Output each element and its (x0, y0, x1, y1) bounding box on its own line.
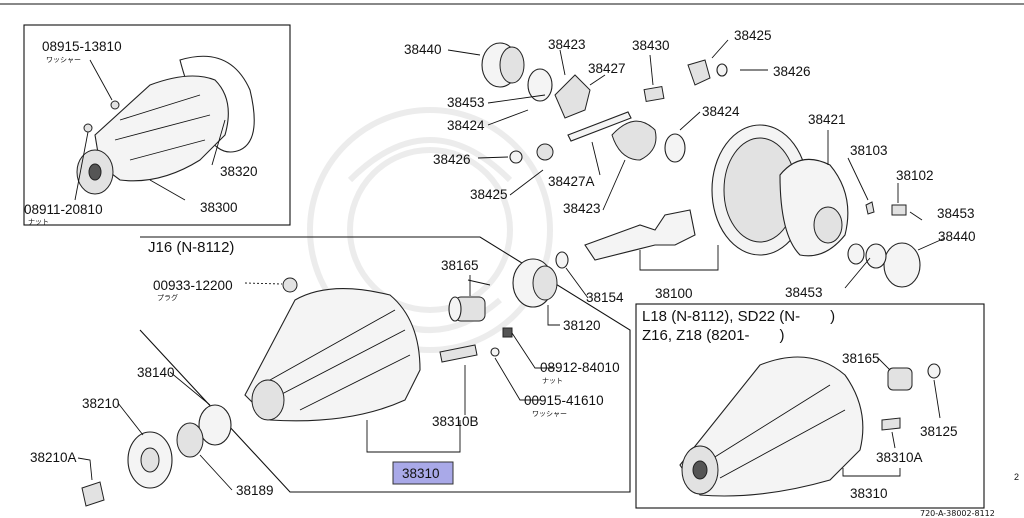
label-38424-b: 38424 (702, 104, 740, 119)
main-parts (77, 39, 946, 507)
seal-38189-shape (176, 422, 204, 458)
block-38430-shape (643, 85, 665, 103)
label-38453-b: 38453 (937, 206, 975, 221)
edge-mark: 2 (1014, 472, 1019, 482)
carrier-housing-shape (94, 75, 229, 182)
spacer-38154-shape (555, 251, 569, 269)
label-38100: 38100 (655, 286, 693, 301)
sub-washer-j16: ワッシャー (532, 410, 567, 418)
main-labels: 38440 38423 38430 38425 38426 38427 3845… (30, 28, 976, 498)
label-38165-j16: 38165 (441, 258, 479, 273)
inset-l18-box (635, 303, 985, 509)
label-38140: 38140 (137, 365, 175, 380)
label-38120: 38120 (563, 318, 601, 333)
label-38310b: 38310B (432, 414, 479, 429)
label-00933-12200: 00933-12200 (153, 278, 233, 293)
sub-nut: ナット (28, 218, 49, 226)
inset-l18: L18 (N-8112), SD22 (N- ) Z16, Z18 (8201-… (635, 303, 985, 509)
inset-l18-header-2: Z16, Z18 (8201- ) (642, 327, 785, 344)
washer-38423-shape (527, 68, 553, 102)
label-38423: 38423 (548, 37, 586, 52)
side-gear-38423-shape (611, 120, 657, 161)
nut-38210a-shape (81, 481, 105, 507)
label-38425-b: 38425 (470, 187, 508, 202)
label-00915-41610: 00915-41610 (524, 393, 604, 408)
label-08911-20810: 08911-20810 (24, 202, 103, 217)
label-38310-highlight: 38310 (402, 466, 440, 481)
label-38210a: 38210A (30, 450, 77, 465)
label-38424: 38424 (447, 118, 485, 133)
inset-j16: J16 (N-8112) 38310 00933-12200 プラグ 38165… (139, 236, 631, 493)
washer-38125-shape (927, 363, 941, 379)
pinion-gear-38425-shape (536, 143, 554, 161)
diff-case-38421-shape (779, 158, 849, 257)
sub-washer: ワッシャー (46, 56, 81, 64)
label-38310-l18: 38310 (850, 486, 888, 501)
bolt-38310a-shape (881, 417, 901, 431)
inset-top-left-box (23, 24, 291, 226)
highlighted-part-38310[interactable] (392, 461, 454, 485)
label-38453: 38453 (447, 95, 485, 110)
inset-j16-header: J16 (N-8112) (148, 239, 234, 256)
label-38426: 38426 (773, 64, 811, 79)
label-38102: 38102 (896, 168, 934, 183)
j16-housing-flange (251, 379, 285, 421)
footer-code: 720-A-38002-8112 (920, 509, 995, 518)
l18-carrier-shape (679, 356, 864, 497)
stud-38310b-shape (439, 344, 478, 363)
label-38189: 38189 (236, 483, 274, 498)
label-38440: 38440 (404, 42, 442, 57)
inset-j16-box (139, 236, 631, 493)
label-38154: 38154 (586, 290, 624, 305)
bearing-38440-right-shape (883, 242, 921, 288)
drive-pinion-38100-shape (584, 209, 696, 261)
label-38103: 38103 (850, 143, 888, 158)
label-38310a: 38310A (876, 450, 923, 465)
j16-carrier-shape (244, 288, 421, 422)
inset-top-left: 08915-13810 ワッシャー 08911-20810 ナット 38320 … (23, 24, 291, 226)
label-38165-l18: 38165 (842, 351, 880, 366)
sub-plug: プラグ (157, 293, 178, 302)
side-gear-shape (554, 74, 591, 119)
label-38440-b: 38440 (938, 229, 976, 244)
sub-nut-j16: ナット (542, 377, 563, 385)
label-38427a: 38427A (548, 174, 595, 189)
bearing-38140-shape (198, 404, 232, 446)
washer-38424-shape (664, 133, 686, 163)
label-38125: 38125 (920, 424, 958, 439)
label-38300: 38300 (200, 200, 238, 215)
label-38426-b: 38426 (433, 152, 471, 167)
inset-l18-header-1: L18 (N-8112), SD22 (N- ) (642, 308, 835, 325)
label-08915-13810: 08915-13810 (42, 39, 122, 54)
label-38421: 38421 (808, 112, 846, 127)
bushing-38165-l18-shape (887, 367, 913, 391)
pinion-shaft-shape (567, 111, 632, 142)
label-08912-84010: 08912-84010 (540, 360, 620, 375)
label-38427: 38427 (588, 61, 626, 76)
label-38453-c: 38453 (785, 285, 823, 300)
label-38423-b: 38423 (563, 201, 601, 216)
label-38425: 38425 (734, 28, 772, 43)
label-38210: 38210 (82, 396, 120, 411)
label-38430: 38430 (632, 38, 670, 53)
label-38320: 38320 (220, 164, 258, 179)
gear-38425-top-shape (687, 59, 711, 86)
